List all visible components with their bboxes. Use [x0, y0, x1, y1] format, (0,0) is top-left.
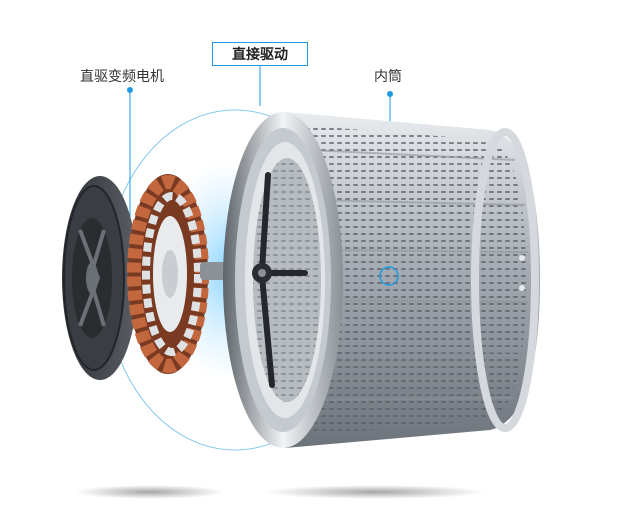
inner-drum: [223, 112, 540, 448]
drum-label: 内筒: [374, 69, 402, 85]
page-title: 直接驱动: [212, 42, 308, 66]
drum-leader-dot: [387, 91, 393, 97]
stator-coils: [127, 174, 209, 374]
drum-shadow: [265, 485, 485, 499]
motor-leader-dot: [127, 87, 133, 93]
motor-shadow: [75, 485, 225, 499]
drum-marker: [379, 266, 399, 286]
rotor-disc: [62, 176, 138, 380]
motor-label: 直驱变频电机: [80, 69, 164, 85]
